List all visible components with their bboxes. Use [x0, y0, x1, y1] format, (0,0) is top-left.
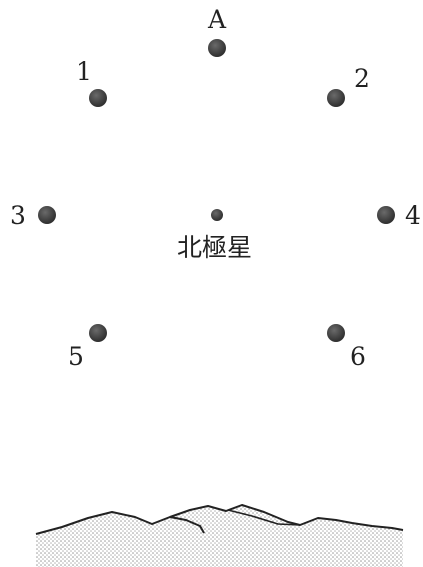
star-4: 4 [377, 201, 421, 230]
polaris: 北極星 [177, 209, 252, 262]
star-6-label: 6 [350, 342, 366, 371]
star-5-dot [89, 324, 107, 342]
star-1-dot [89, 89, 107, 107]
mountain-horizon [36, 505, 403, 567]
star-2-label: 2 [354, 64, 370, 93]
polaris-dot [211, 209, 223, 221]
star-a-dot [208, 39, 226, 57]
polaris-label: 北極星 [177, 233, 252, 262]
star-2-dot [327, 89, 345, 107]
star-4-dot [377, 206, 395, 224]
star-3-dot [38, 206, 56, 224]
mountain-fill [36, 505, 403, 567]
star-4-label: 4 [405, 201, 421, 230]
star-6: 6 [327, 324, 366, 371]
star-3-label: 3 [10, 201, 26, 230]
star-a: A [207, 5, 227, 57]
star-5-label: 5 [68, 342, 84, 371]
star-a-label: A [207, 5, 227, 34]
star-1: 1 [76, 57, 107, 107]
star-3: 3 [10, 201, 56, 230]
star-5: 5 [68, 324, 107, 371]
star-6-dot [327, 324, 345, 342]
star-1-label: 1 [76, 57, 92, 86]
star-2: 2 [327, 64, 370, 107]
